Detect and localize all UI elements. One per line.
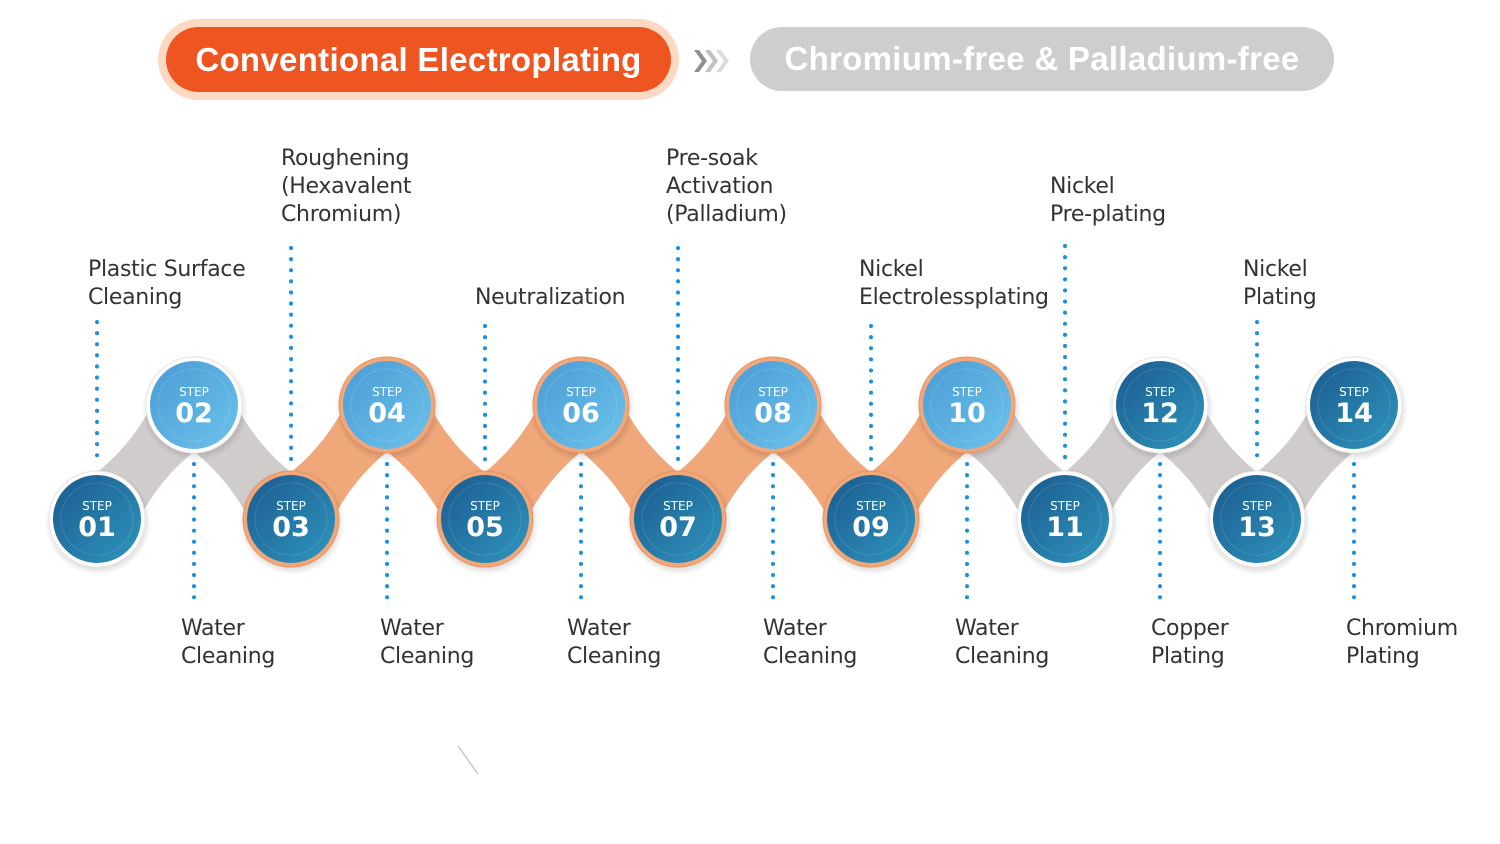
step-inner-ring (1317, 368, 1391, 442)
step-word: STEP (276, 499, 306, 513)
step-number: 02 (175, 398, 213, 429)
step-04-label: Water Cleaning (380, 616, 475, 669)
step-inner-ring (157, 368, 231, 442)
step-inner-ring (544, 368, 618, 442)
conventional-electroplating-label: Conventional Electroplating (195, 40, 642, 78)
step-number: 12 (1141, 398, 1179, 429)
step-word: STEP (1145, 385, 1175, 399)
step-number: 07 (659, 512, 697, 543)
step-13-label: Nickel Plating (1243, 257, 1317, 310)
step-word: STEP (1050, 499, 1080, 513)
step-number: 06 (562, 398, 600, 429)
step-word: STEP (1242, 499, 1272, 513)
step-word: STEP (179, 385, 209, 399)
triple-chevron-right-icon (694, 50, 729, 72)
step-number: 08 (754, 398, 792, 429)
step-disc (247, 475, 335, 563)
step-inner-ring (1123, 368, 1197, 442)
step-number: 03 (272, 512, 310, 543)
step-06-label: Water Cleaning (567, 616, 662, 669)
step-inner-ring (1028, 482, 1102, 556)
chromium-palladium-free-label: Chromium-free & Palladium-free (784, 40, 1300, 77)
step-number: 11 (1046, 512, 1084, 543)
step-disc (1021, 475, 1109, 563)
step-inner-ring (350, 368, 424, 442)
step-inner-ring (641, 482, 715, 556)
step-inner-ring (254, 482, 328, 556)
step-disc (729, 361, 817, 449)
step-word: STEP (566, 385, 596, 399)
step-word: STEP (470, 499, 500, 513)
step-disc (441, 475, 529, 563)
step-number: 14 (1335, 398, 1373, 429)
step-disc (343, 361, 431, 449)
step-disc (1310, 361, 1398, 449)
step-11-label: Nickel Pre-plating (1050, 174, 1166, 227)
step-07-label: Pre-soak Activation (Palladium) (666, 146, 787, 227)
step-word: STEP (856, 499, 886, 513)
step-inner-ring (834, 482, 908, 556)
step-disc (537, 361, 625, 449)
step-disc (827, 475, 915, 563)
step-word: STEP (82, 499, 112, 513)
step-inner-ring (930, 368, 1004, 442)
step-disc (1213, 475, 1301, 563)
step-word: STEP (663, 499, 693, 513)
step-number: 04 (368, 398, 406, 429)
step-word: STEP (758, 385, 788, 399)
step-12-label: Copper Plating (1151, 616, 1229, 669)
step-02-label: Water Cleaning (181, 616, 276, 669)
step-number: 10 (948, 398, 986, 429)
step-inner-ring (736, 368, 810, 442)
step-disc (53, 475, 141, 563)
step-word: STEP (1339, 385, 1369, 399)
step-number: 13 (1238, 512, 1276, 543)
chromium-palladium-free-button[interactable]: Chromium-free & Palladium-free (750, 27, 1334, 91)
step-14-label: Chromium Plating (1346, 616, 1458, 669)
step-inner-ring (60, 482, 134, 556)
step-number: 09 (852, 512, 890, 543)
step-disc (150, 361, 238, 449)
conventional-electroplating-button[interactable]: Conventional Electroplating (166, 27, 671, 92)
step-09-label: Nickel Electrolessplating (859, 257, 1049, 310)
step-disc (1116, 361, 1204, 449)
step-disc (634, 475, 722, 563)
step-05-label: Neutralization (475, 285, 626, 310)
step-word: STEP (372, 385, 402, 399)
step-disc (923, 361, 1011, 449)
step-10-label: Water Cleaning (955, 616, 1050, 669)
step-inner-ring (448, 482, 522, 556)
step-01-label: Plastic Surface Cleaning (88, 257, 246, 310)
step-number: 05 (466, 512, 504, 543)
step-inner-ring (1220, 482, 1294, 556)
step-08-label: Water Cleaning (763, 616, 858, 669)
step-number: 01 (78, 512, 116, 543)
step-word: STEP (952, 385, 982, 399)
step-03-label: Roughening (Hexavalent Chromium) (281, 146, 412, 227)
stray-line-mark (457, 745, 479, 775)
